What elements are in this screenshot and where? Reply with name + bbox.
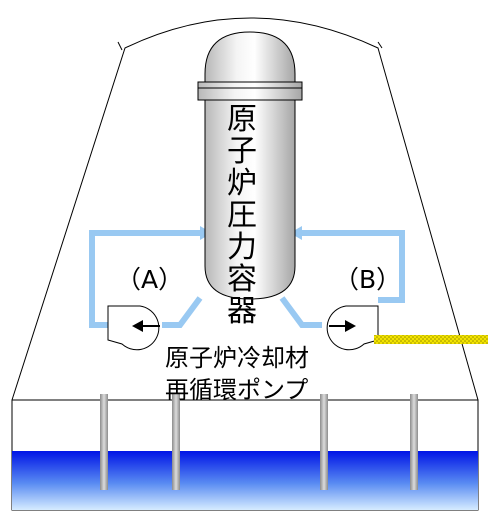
vent-pipe xyxy=(172,394,180,490)
reactor-pressure-vessel-label: 原 子 炉 圧 力 容 器 xyxy=(222,104,262,328)
yellow-dotted-line xyxy=(374,335,488,344)
flow-arrowhead-right xyxy=(290,226,302,240)
recirculation-piping xyxy=(89,230,405,328)
containment-tick-right xyxy=(377,41,383,49)
vent-pipe xyxy=(100,394,108,490)
vent-pipes xyxy=(100,394,418,490)
pump-caption-line2: 再循環ポンプ xyxy=(165,376,309,404)
vent-pipe xyxy=(320,394,328,490)
vent-pipe xyxy=(410,394,418,490)
vessel-label-char: 子 xyxy=(227,134,257,169)
containment-outline xyxy=(11,17,479,401)
pump-b-label: （B） xyxy=(334,265,402,294)
containment-tick-left xyxy=(117,41,123,51)
suppression-pool-water xyxy=(12,451,478,510)
vessel-label-char: 器 xyxy=(227,294,257,329)
vessel-label-char: 容 xyxy=(227,262,257,297)
recirculation-pump-a xyxy=(107,305,160,351)
pump-caption-line1: 原子炉冷却材 xyxy=(165,344,309,372)
vessel-label-char: 炉 xyxy=(227,166,257,201)
pump-a-label: （A） xyxy=(116,265,184,294)
vessel-label-char: 圧 xyxy=(227,198,257,233)
reactor-pressure-vessel xyxy=(197,31,303,300)
vessel-label-char: 原 xyxy=(227,102,257,137)
recirculation-pump-b xyxy=(326,305,379,351)
vessel-label-char: 力 xyxy=(227,230,257,265)
